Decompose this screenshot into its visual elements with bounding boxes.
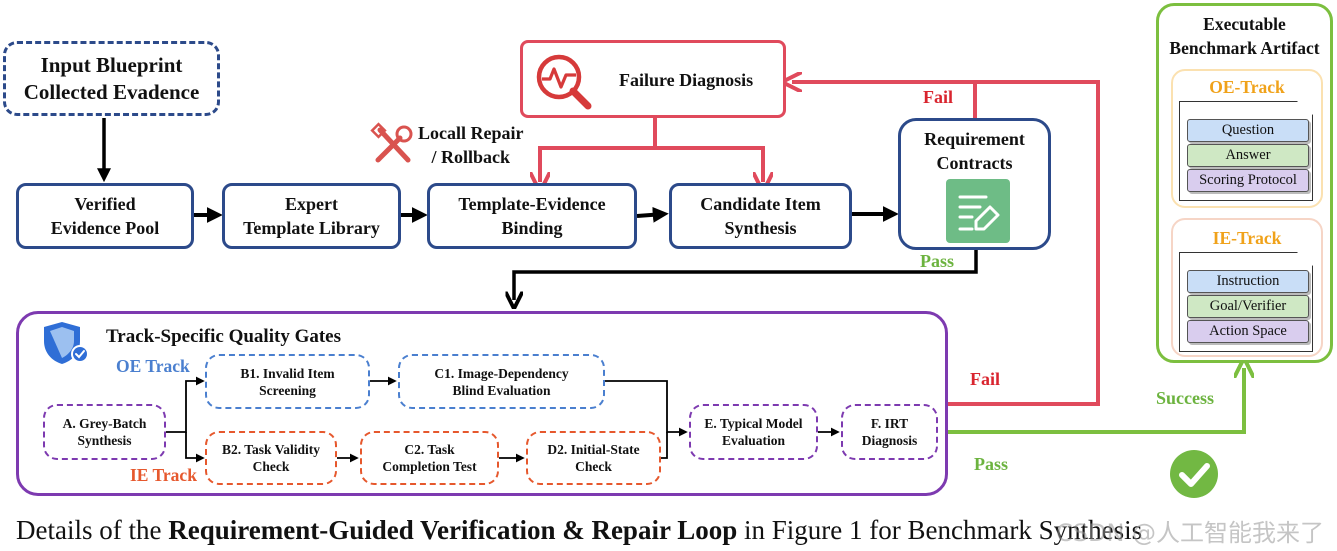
failure-diagnosis-node: Failure Diagnosis [520, 40, 786, 118]
ie-item-goal-verifier: Goal/Verifier [1187, 295, 1309, 318]
success-check-icon [1169, 449, 1219, 499]
ie-artifact-title: IE-Track [1212, 228, 1282, 248]
watermark: CSDN @人工智能我来了 [1056, 519, 1325, 547]
pass-label-top: Pass [920, 251, 955, 271]
oe-track-artifact-box: OE-Track Question Answer Scoring Protoco… [1171, 69, 1323, 208]
expert-template-library-node: Expert Template Library [222, 183, 401, 249]
success-arrow [948, 368, 1244, 434]
repair-rollback-label: Locall Repair / Rollback [418, 123, 524, 167]
caption-prefix: Details of the [16, 515, 169, 545]
ie-track-label: IE Track [130, 465, 197, 485]
pass-down-arrow [514, 248, 978, 300]
gate-arrows [166, 376, 840, 463]
oe-artifact-title: OE-Track [1209, 77, 1285, 97]
gate-b1-invalid-item: B1. Invalid Item Screening [205, 354, 370, 409]
verified-evidence-pool-node: Verified Evidence Pool [16, 183, 194, 249]
shield-check-icon [40, 321, 94, 365]
gate-c1-image-dependency: C1. Image-Dependency Blind Evaluation [398, 354, 605, 409]
failure-diagnosis-label: Failure Diagnosis [619, 70, 754, 90]
gate-d2-initial-state: D2. Initial-State Check [526, 431, 661, 485]
repair-tools-icon [370, 122, 416, 168]
fail-label-right: Fail [970, 369, 1000, 389]
diagnosis-magnifier-icon [533, 51, 593, 111]
main-flow-arrows [97, 118, 899, 223]
figure-caption: Details of the Requirement-Guided Verifi… [16, 515, 1142, 546]
oe-item-answer: Answer [1187, 144, 1309, 167]
gate-a-grey-batch: A. Grey-Batch Synthesis [43, 404, 166, 460]
oe-item-scoring-protocol: Scoring Protocol [1187, 169, 1309, 192]
gate-b2-task-validity: B2. Task Validity Check [205, 431, 337, 485]
failure-loop-arrows [540, 82, 1100, 406]
caption-suffix: in Figure 1 for Benchmark Synthesis [737, 515, 1143, 545]
artifact-title: Executable Benchmark Artifact [1169, 14, 1320, 58]
oe-track-label: OE Track [116, 356, 190, 376]
caption-bold: Requirement-Guided Verification & Repair… [168, 515, 738, 545]
benchmark-artifact-panel: Executable Benchmark Artifact OE-Track Q… [1156, 3, 1333, 363]
quality-gates-title: Track-Specific Quality Gates [106, 326, 342, 347]
candidate-item-synthesis-node: Candidate Item Synthesis [669, 183, 852, 249]
pass-label-right: Pass [974, 454, 1009, 474]
gate-f-irt-diagnosis: F. IRT Diagnosis [841, 404, 938, 460]
ie-track-artifact-box: IE-Track Instruction Goal/Verifier Actio… [1171, 218, 1323, 357]
gate-c2-task-completion: C2. Task Completion Test [360, 431, 499, 485]
success-label: Success [1156, 388, 1214, 408]
template-evidence-binding-node: Template-Evidence Binding [427, 183, 637, 249]
quality-gates-panel [16, 311, 948, 496]
ie-item-instruction: Instruction [1187, 270, 1309, 293]
gate-e-typical-model: E. Typical Model Evaluation [689, 404, 818, 460]
contract-edit-icon [946, 179, 1010, 243]
requirement-contracts-node: Requirement Contracts [898, 118, 1051, 250]
ie-item-action-space: Action Space [1187, 320, 1309, 343]
oe-item-question: Question [1187, 119, 1309, 142]
input-blueprint-node: Input Blueprint Collected Evadence [3, 41, 220, 116]
requirement-contracts-label: Requirement Contracts [924, 129, 1025, 173]
fail-label-top: Fail [923, 87, 953, 107]
